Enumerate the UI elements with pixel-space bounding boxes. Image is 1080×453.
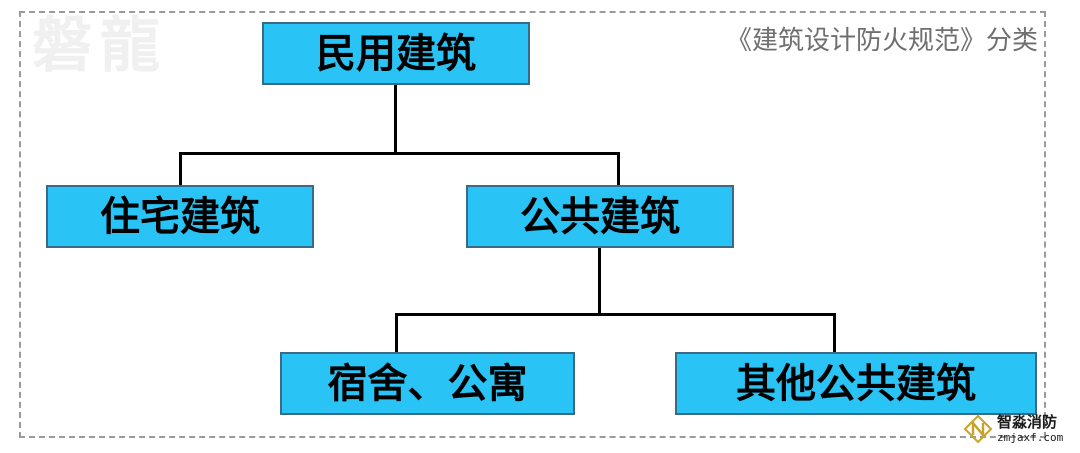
brand-text-block: 智淼消防 zmjaxf.com	[997, 413, 1064, 444]
connector-to-other-public	[833, 313, 836, 354]
connector-level2-bar	[395, 313, 836, 316]
tree-node-residential-building[interactable]: 住宅建筑	[46, 185, 314, 248]
connector-level1-bar	[179, 152, 620, 155]
brand-name: 智淼消防	[997, 413, 1058, 431]
connector-public-stem	[598, 248, 601, 316]
brand-url: zmjaxf.com	[997, 431, 1064, 444]
diagram-caption: 《建筑设计防火规范》分类	[725, 26, 1038, 56]
connector-to-dormitory	[395, 313, 398, 354]
tree-node-public-building[interactable]: 公共建筑	[466, 185, 734, 248]
watermark-text: 磐龍	[32, 11, 168, 81]
tree-node-civil-building[interactable]: 民用建筑	[262, 22, 530, 85]
dashed-frame	[19, 11, 1046, 438]
connector-to-public	[617, 152, 620, 187]
connector-to-residential	[179, 152, 182, 187]
tree-node-other-public-building[interactable]: 其他公共建筑	[675, 352, 1037, 415]
connector-root-stem	[394, 85, 397, 155]
tree-node-dormitory-apartment[interactable]: 宿舍、公寓	[280, 352, 575, 415]
brand-logo: 智淼消防 zmjaxf.com	[963, 414, 1063, 444]
diamond-logo-icon	[963, 414, 993, 444]
